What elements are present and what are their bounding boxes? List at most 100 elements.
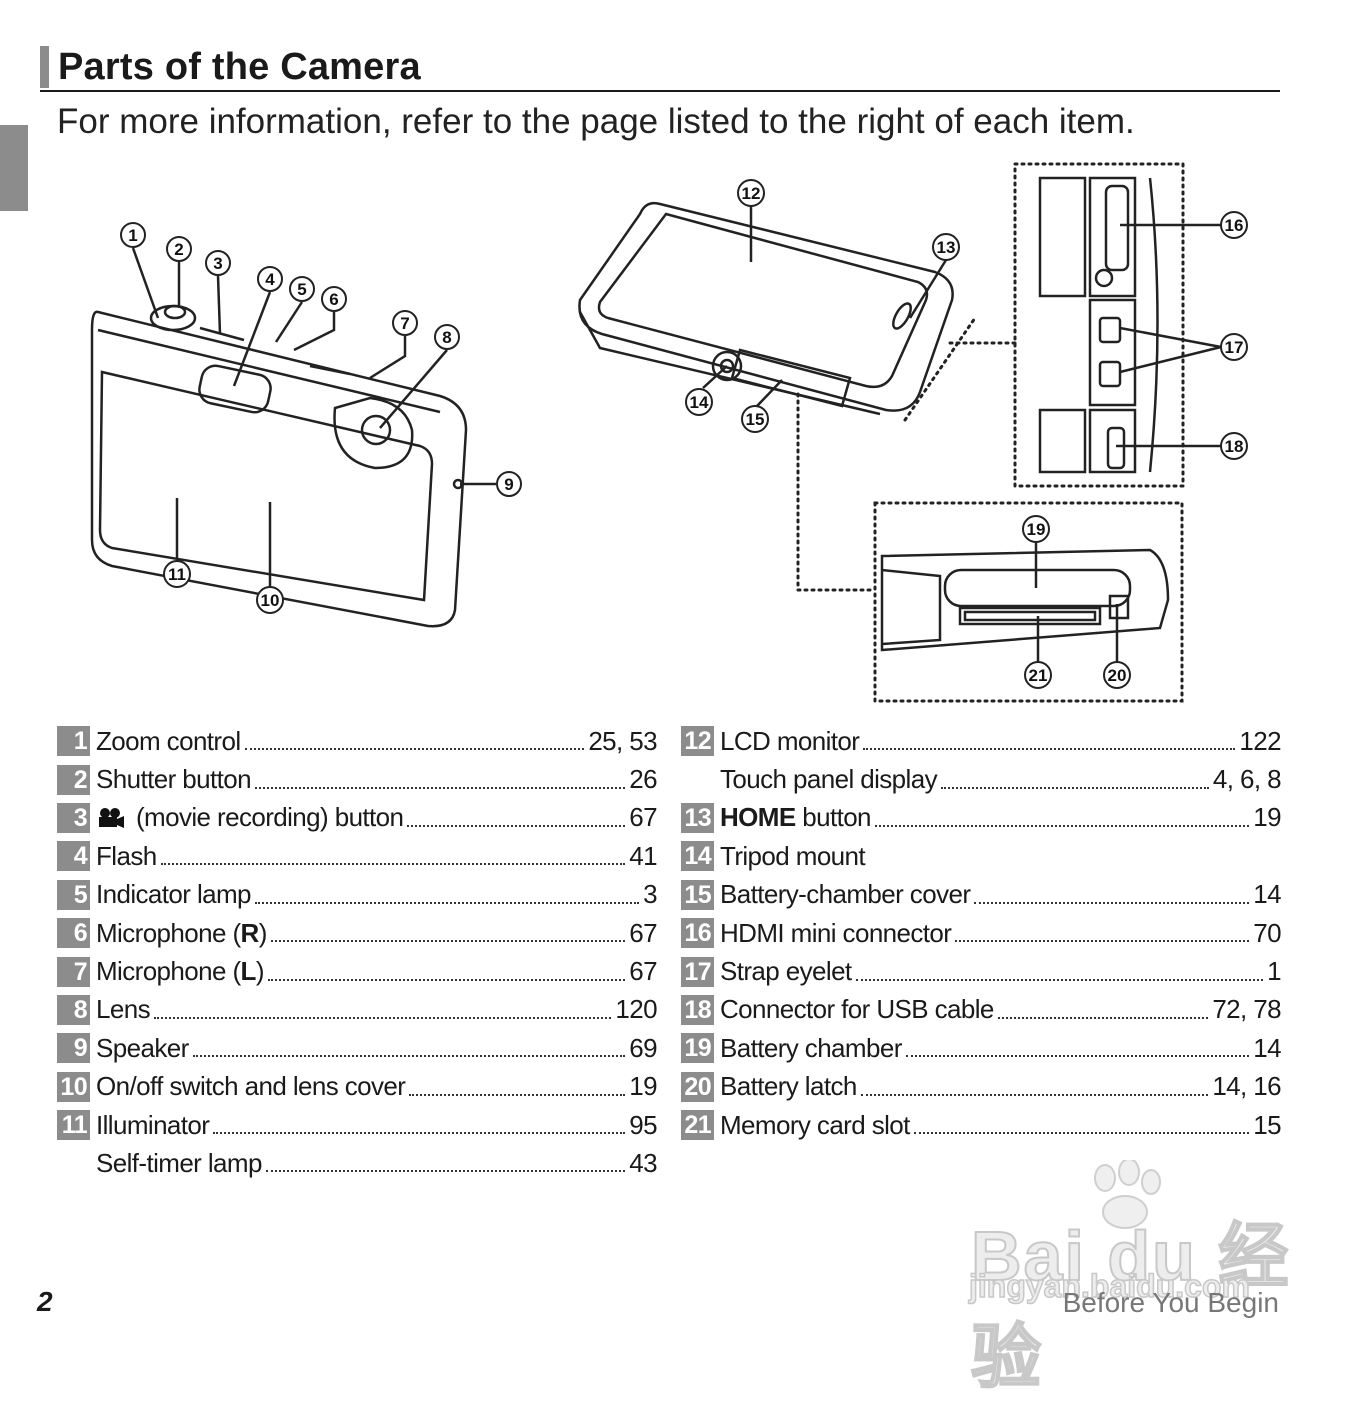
callout-4: 4: [257, 266, 283, 292]
item-label-post: button: [795, 802, 871, 833]
svg-text:6: 6: [329, 290, 338, 309]
item-label: Microphone (L): [96, 956, 265, 987]
svg-text:5: 5: [297, 280, 306, 299]
callout-19: 19: [1022, 515, 1050, 543]
dot-leader: [407, 824, 626, 827]
dot-leader: [244, 748, 585, 751]
item-label: (movie recording) button: [136, 802, 404, 833]
dot-leader: [153, 1016, 612, 1019]
svg-text:16: 16: [1225, 216, 1244, 235]
item-number: 5: [57, 879, 90, 910]
page-subtitle: For more information, refer to the page …: [57, 102, 1135, 141]
svg-text:11: 11: [168, 565, 186, 584]
dot-leader: [955, 940, 1250, 943]
svg-text:19: 19: [1027, 520, 1046, 539]
svg-text:17: 17: [1225, 338, 1244, 357]
page-title: Parts of the Camera: [58, 46, 421, 88]
section-tab: [0, 125, 28, 211]
item-number: 13: [681, 802, 714, 833]
dot-leader: [265, 1170, 626, 1173]
item-pages: 67: [629, 802, 657, 833]
callout-1: 1: [120, 222, 146, 248]
dot-leader: [913, 1132, 1250, 1135]
callout-14: 14: [685, 388, 713, 416]
dot-leader: [940, 786, 1209, 789]
svg-text:8: 8: [442, 328, 451, 347]
item-number: 2: [57, 764, 90, 795]
callout-17: 17: [1220, 333, 1248, 361]
watermark-url: jingyan.baidu.com: [968, 1267, 1250, 1305]
item-number: 19: [681, 1033, 714, 1064]
page-number: 2: [37, 1286, 53, 1317]
dot-leader: [192, 1055, 626, 1058]
item-number: 6: [57, 918, 90, 949]
item-label: Self-timer lamp: [96, 1147, 262, 1178]
callout-8: 8: [434, 324, 460, 350]
side-connector-detail: [1038, 176, 1159, 474]
dot-leader: [905, 1055, 1250, 1058]
item-number: 9: [57, 1033, 90, 1064]
item-label: Tripod mount: [720, 840, 866, 871]
callout-20: 20: [1103, 661, 1131, 689]
item-label-bold: R: [240, 917, 260, 948]
dot-leader: [997, 1016, 1209, 1019]
item-label: Lens: [96, 994, 151, 1025]
svg-text:1: 1: [128, 226, 137, 245]
dot-leader: [160, 863, 626, 866]
svg-text:7: 7: [400, 314, 409, 333]
svg-text:21: 21: [1029, 666, 1048, 685]
item-pages: 120: [615, 994, 657, 1025]
item-label: On/off switch and lens cover: [96, 1071, 406, 1102]
dot-leader: [860, 1093, 1209, 1096]
item-pages: 67: [629, 956, 657, 987]
item-label: Connector for USB cable: [720, 994, 994, 1025]
page-header: Parts of the Camera: [40, 44, 1280, 92]
item-pages: 41: [629, 840, 657, 871]
callout-21: 21: [1024, 661, 1052, 689]
item-pages: 69: [629, 1032, 657, 1063]
item-number: 16: [681, 918, 714, 949]
dot-leader: [267, 978, 626, 981]
item-number: 21: [681, 1110, 714, 1141]
item-label: Speaker: [96, 1032, 189, 1063]
item-pages: 14: [1253, 879, 1281, 910]
callout-15: 15: [741, 405, 769, 433]
item-pages: 14: [1253, 1032, 1281, 1063]
dot-leader: [270, 940, 626, 943]
item-pages: 122: [1239, 725, 1281, 756]
dot-leader: [254, 786, 626, 789]
dot-leader: [863, 748, 1236, 751]
item-number: 1: [57, 726, 90, 757]
item-pages: 1: [1267, 956, 1281, 987]
callout-13: 13: [932, 233, 960, 261]
callout-16: 16: [1220, 211, 1248, 239]
item-label: Touch panel display: [720, 764, 938, 795]
item-pages: 70: [1253, 917, 1281, 948]
dot-leader: [874, 824, 1250, 827]
item-pages: 19: [629, 1071, 657, 1102]
svg-text:12: 12: [742, 184, 761, 203]
item-pages: 19: [1253, 802, 1281, 833]
item-number: 17: [681, 956, 714, 987]
item-label: Microphone (R): [96, 918, 267, 949]
item-label: Illuminator: [96, 1109, 210, 1140]
svg-text:10: 10: [261, 591, 280, 610]
paw-logo-icon: [1094, 1160, 1161, 1229]
item-label-bold: HOME: [720, 802, 796, 833]
item-number: [57, 1148, 90, 1178]
item-label-post: ): [255, 956, 265, 987]
svg-text:18: 18: [1225, 437, 1244, 456]
item-label-pre: Microphone (: [96, 917, 241, 948]
movie-camera-icon: [99, 808, 124, 829]
